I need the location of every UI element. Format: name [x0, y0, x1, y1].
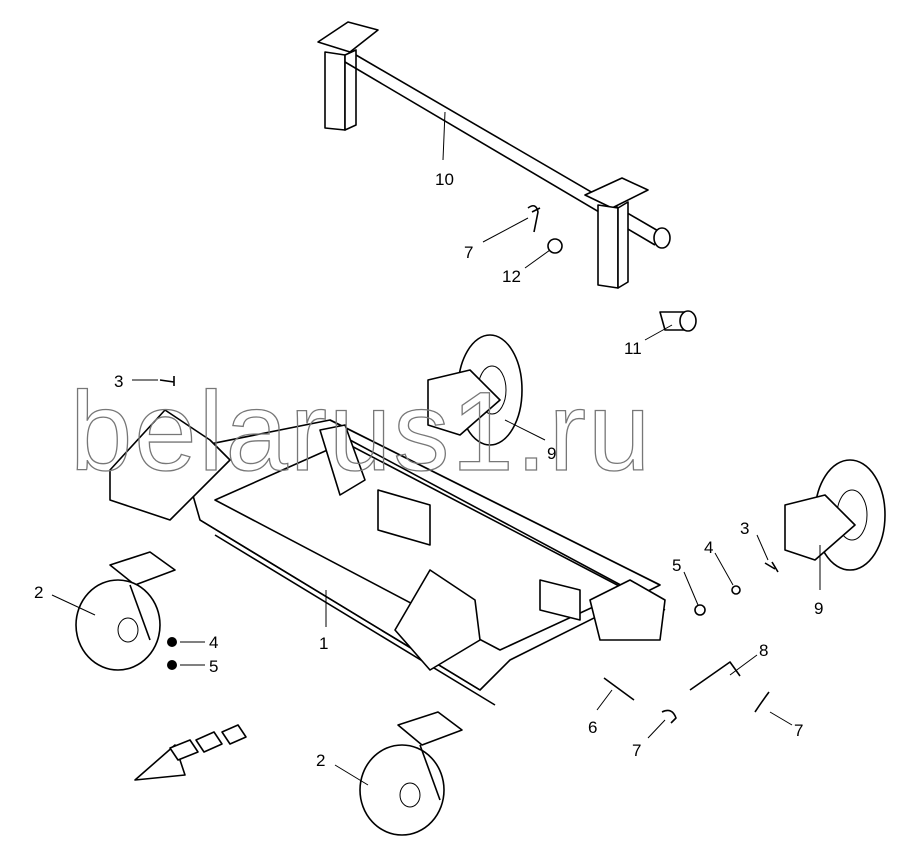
callout-1: 1 [319, 634, 328, 653]
callout-7: 7 [632, 741, 641, 760]
callout-2: 2 [316, 751, 325, 770]
pin-part-11 [659, 310, 697, 332]
wheel-part-9-upper [427, 334, 523, 446]
wheel-part-9-right [784, 459, 886, 571]
callout-3: 3 [114, 372, 123, 391]
callout-4: 4 [704, 538, 713, 557]
caster-wheel-part-2-bottom [359, 711, 463, 836]
caster-wheel-part-2-left [75, 551, 176, 671]
callout-3: 3 [740, 519, 749, 538]
callout-7: 7 [464, 243, 473, 262]
cotter-pin-part-7 [527, 204, 541, 233]
callout-9: 9 [814, 599, 823, 618]
callout-2: 2 [34, 583, 43, 602]
watermark: belarus1.ru [70, 369, 652, 494]
small-hardware [159, 376, 779, 724]
callout-12: 12 [502, 267, 521, 286]
leader-lines [51, 111, 821, 786]
stand-part-10 [317, 21, 671, 289]
callout-9: 9 [547, 444, 556, 463]
frame-part-1 [109, 409, 666, 706]
callout-6: 6 [588, 718, 597, 737]
callout-8: 8 [759, 641, 768, 660]
callout-7: 7 [794, 721, 803, 740]
washer-part-12 [547, 238, 563, 254]
callout-5: 5 [209, 657, 218, 676]
callout-5: 5 [672, 556, 681, 575]
callout-4: 4 [209, 633, 218, 652]
callout-11: 11 [624, 339, 642, 358]
direction-arrow [134, 724, 247, 781]
callout-10: 10 [435, 170, 454, 189]
